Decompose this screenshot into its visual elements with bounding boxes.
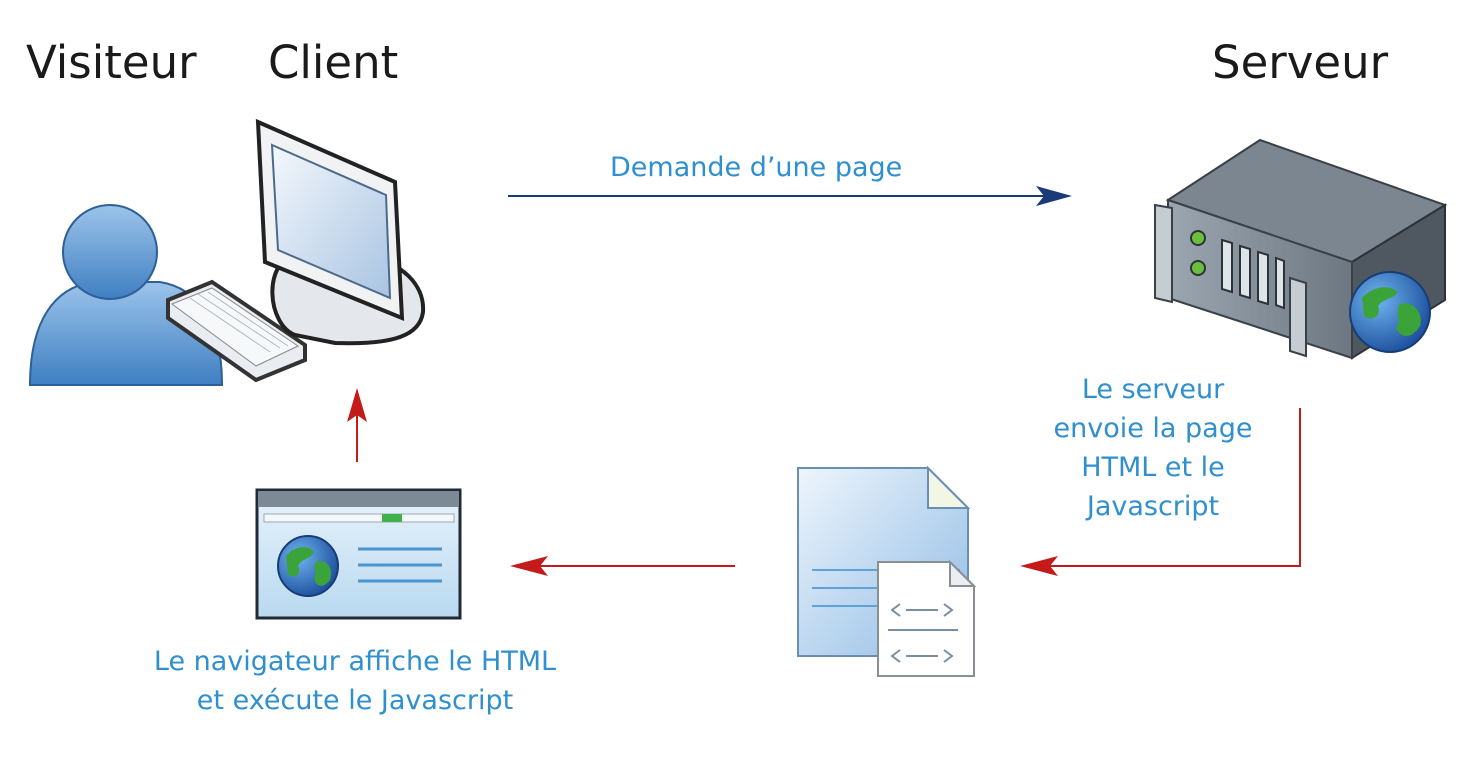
server-sends-line: HTML et le (1081, 452, 1225, 484)
globe-icon (1349, 271, 1431, 353)
request-label: Demande d’une page (610, 152, 903, 183)
server-sends-line: envoie la page (1053, 413, 1253, 445)
arrow-document-to-browser (510, 556, 735, 576)
browser-window-icon (255, 488, 462, 620)
client-heading: Client (268, 36, 399, 89)
browser-label: Le navigateur affiche le HTML et exécute… (90, 642, 620, 720)
server-sends-line: Le serveur (1081, 374, 1225, 405)
server-heading: Serveur (1212, 36, 1389, 89)
browser-label-line: et exécute le Javascript (196, 685, 514, 717)
visitor-heading: Visiteur (26, 36, 197, 89)
response-arrow-server-to-document (1020, 408, 1301, 576)
document-icon (797, 465, 977, 677)
browser-label-line: Le navigateur affiche le HTML (153, 646, 557, 677)
computer-icon (255, 118, 426, 346)
server-sends-label: Le serveur envoie la page HTML et le Jav… (1028, 370, 1278, 527)
server-sends-line: Javascript (1086, 491, 1220, 523)
request-arrow (508, 186, 1072, 206)
keyboard-icon (166, 279, 307, 383)
arrow-browser-to-client (347, 388, 367, 462)
